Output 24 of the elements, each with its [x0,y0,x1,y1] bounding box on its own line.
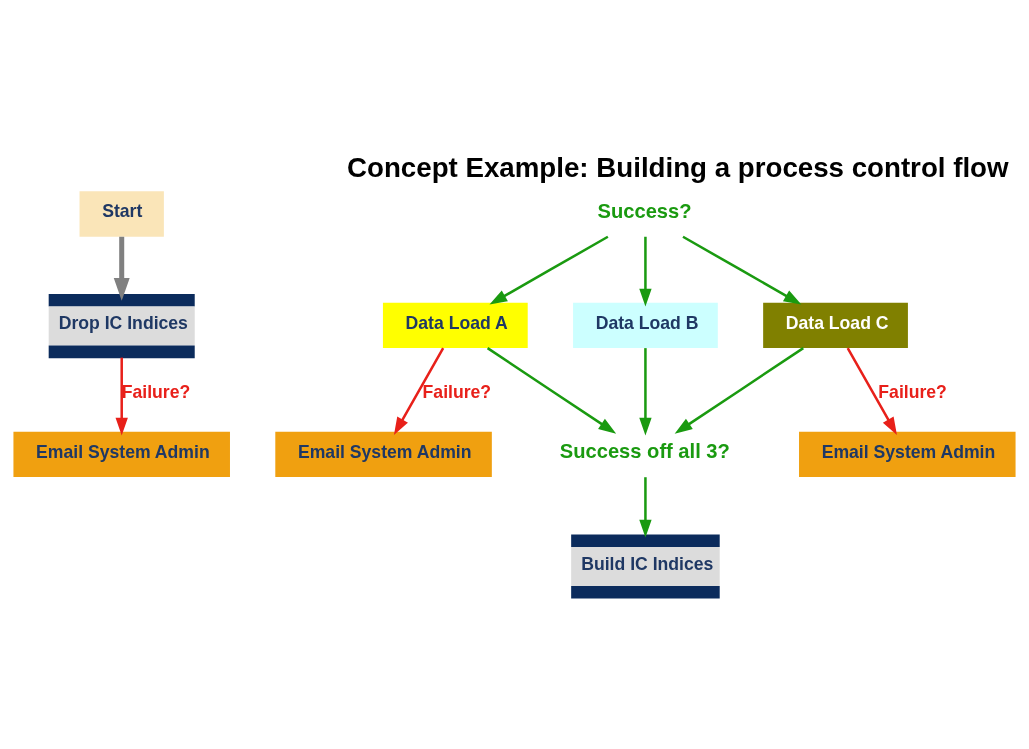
arrow [115,357,128,436]
arrow [674,347,804,434]
node-text: Success off all 3? [559,439,730,462]
node-box: Email System Admin [799,431,1016,478]
arrow [486,347,617,434]
diagram-title: Concept Example: Building a process control flow [347,151,1009,183]
node-box: Start [79,191,164,237]
edge-label: Failure? [878,382,947,403]
edge-label: Failure? [121,382,191,403]
node-box: Data Load B [573,302,718,349]
node-box: Data Load A [382,302,528,349]
arrow [639,236,652,307]
arrow [846,347,897,435]
arrow [113,236,130,301]
node-box: Email System Admin [13,431,230,478]
node-text: Success? [597,199,692,222]
arrow [682,235,802,305]
edge-label: Failure? [422,382,492,403]
arrow [489,235,609,305]
node-box: Email System Admin [275,431,492,478]
arrow [639,348,652,436]
arrow [393,347,445,435]
node-box: Data Load C [763,302,908,349]
arrow [639,477,652,538]
